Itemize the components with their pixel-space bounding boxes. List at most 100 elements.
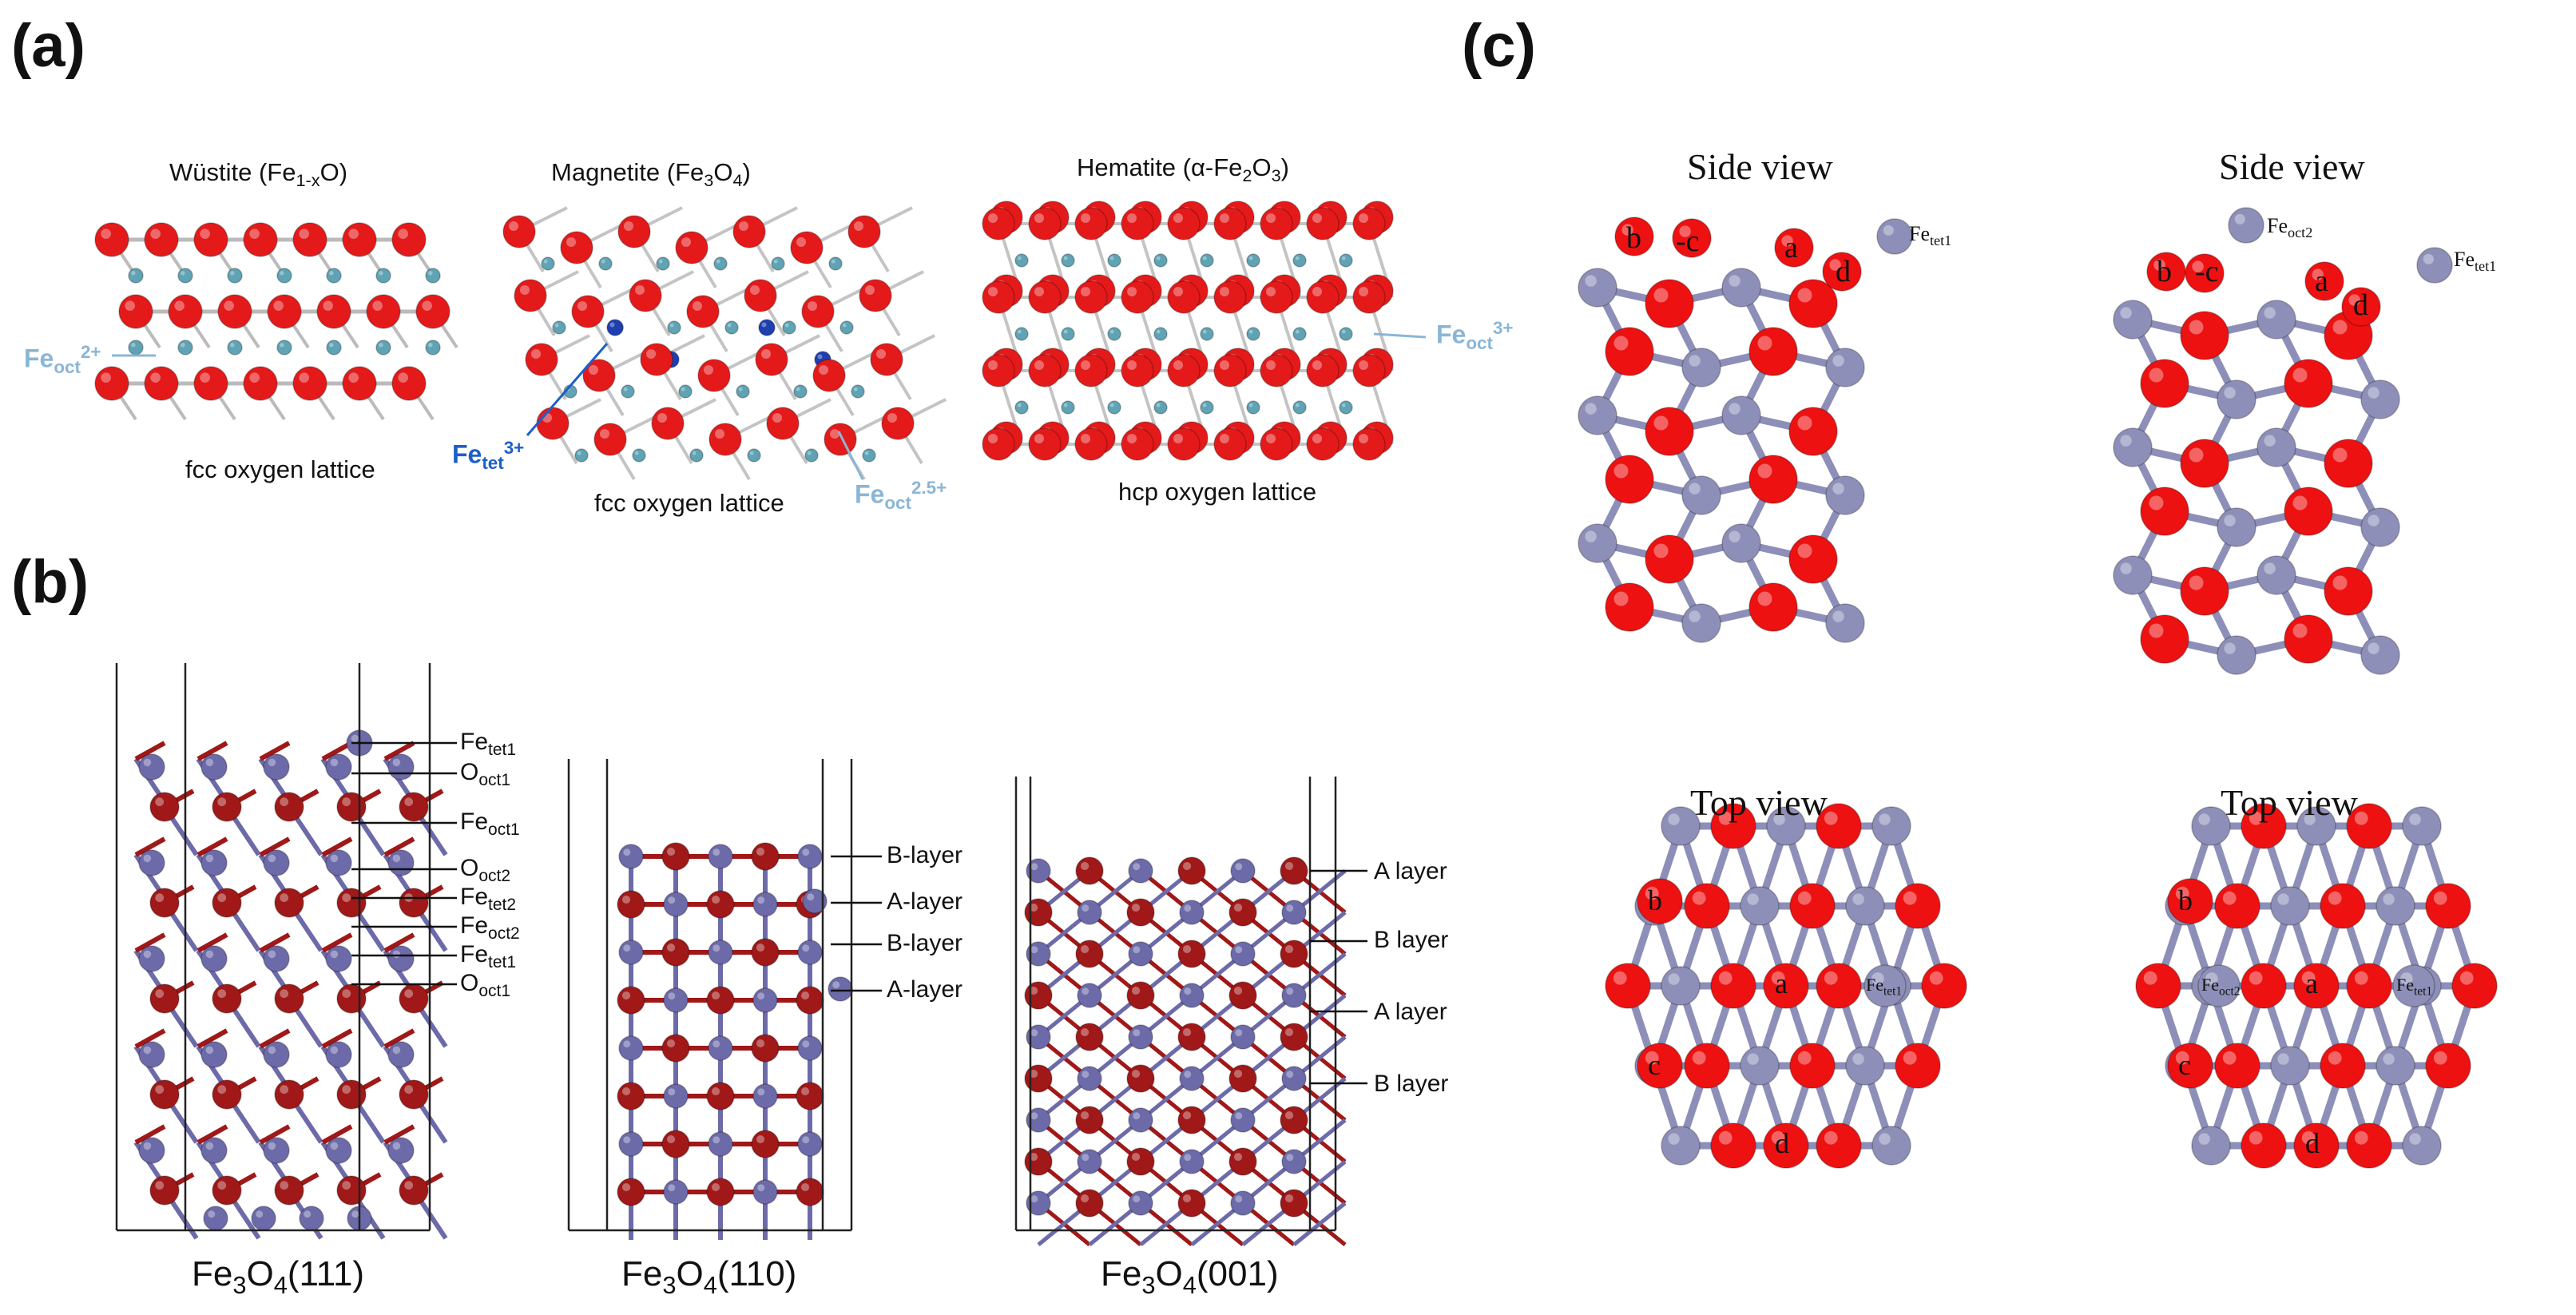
slab111-o-atom [212, 1175, 242, 1206]
c-right-top-o-atom [2451, 963, 2498, 1009]
c-left-side-o-atom-highlight [1613, 591, 1629, 606]
hematite-o-atom [1352, 427, 1386, 461]
slab110-fe-atom [663, 987, 689, 1013]
wustite-o-atom [193, 366, 228, 401]
slab001-fe-atom [1077, 1066, 1102, 1091]
slab110-fe-atom-a2-highlight [832, 981, 840, 989]
magnetite-o-atom-highlight [600, 429, 609, 439]
slab001-fe-atom-highlight [1030, 946, 1038, 954]
slab110-o-atom [661, 842, 690, 871]
magnetite-fe-tet-atom [758, 319, 776, 336]
slab111-bond [134, 932, 166, 953]
wustite-fe-atom [375, 268, 391, 284]
slab110-fe-atom-highlight [712, 944, 720, 952]
slab001-fe-atom [1128, 1190, 1153, 1216]
c-right-side-fe-atom-highlight [2264, 562, 2276, 574]
slab001-fe-atom [1281, 1066, 1307, 1091]
slab110-o-atom-highlight [666, 1039, 676, 1048]
hematite-o-atom-highlight [1312, 287, 1322, 296]
slab110-o-atom-highlight [711, 1182, 720, 1192]
slab001-o-atom [1177, 856, 1206, 885]
c-right-side-o-atom [2324, 566, 2373, 616]
c-right-top-labeled-2-highlight [2175, 1051, 2189, 1065]
c-left-side-o-atom [1748, 327, 1798, 376]
c-right-side-o-atom [2284, 359, 2333, 408]
slab111-bond [383, 1028, 415, 1049]
c-right-top-fe-atom-highlight [2277, 1053, 2289, 1065]
wustite-o-atom-highlight [249, 228, 260, 239]
c-right-top-o-atom-highlight [2354, 811, 2368, 825]
wustite-lattice-label: fcc oxygen lattice [185, 455, 375, 483]
hematite-o-atom [1167, 280, 1201, 314]
magnetite-o-atom-highlight [819, 365, 828, 375]
c-right-top-fe-oct2-atom [2197, 964, 2241, 1007]
wustite-o-atom-highlight [101, 228, 111, 239]
hematite-o-atom [1213, 280, 1247, 314]
wustite-o-atom [292, 222, 327, 257]
hematite-o-atom [982, 354, 1015, 387]
wustite-o-atom [391, 366, 427, 401]
slab001-fe-atom-highlight [1235, 1112, 1243, 1120]
slab111-bond [196, 932, 228, 953]
wustite-fe-atom [326, 340, 342, 356]
c-left-top-o-atom [1710, 963, 1756, 1009]
c-left-top-fe-atom [1661, 966, 1701, 1006]
c-left-side-fe-atom-highlight [1585, 403, 1597, 415]
hematite-o-atom [1306, 427, 1340, 461]
hematite-o-atom [1213, 354, 1247, 387]
wustite-fe-atom-highlight [181, 343, 185, 348]
slab111-fe-atom-highlight [268, 1142, 276, 1150]
hematite-fe-atom [1246, 327, 1260, 341]
c-left-top-fe-atom [1871, 1126, 1911, 1166]
c-left-top-o-atom [1684, 883, 1730, 929]
magnetite-o-atom [675, 231, 708, 264]
magnetite-o-atom-highlight [887, 413, 897, 423]
c-left-top-fe-atom [1871, 806, 1911, 846]
hematite-o-atom [1028, 354, 1062, 387]
slab110-o-atom-highlight [756, 847, 765, 856]
hematite-o-atom-highlight [1359, 213, 1368, 223]
hematite-o-atom-highlight [1266, 360, 1276, 370]
slab111-o-atom-highlight [217, 1181, 227, 1190]
hematite-fe-atom-highlight [1017, 256, 1022, 260]
slab111-layer-6: Feoct2 [460, 912, 520, 943]
slab111-o-atom [274, 983, 304, 1014]
slab110-o-atom [661, 1034, 690, 1063]
c-right-atom-d [2341, 287, 2381, 327]
slab110-fe-atom-highlight [757, 992, 765, 1000]
slab001-o-atom [1075, 1023, 1104, 1051]
magnetite-fe-oct-atom [678, 384, 693, 399]
magnetite-fe-oct-atom-highlight [716, 259, 720, 264]
c-left-top-o-atom-highlight [1903, 891, 1917, 905]
hematite-o-atom [1074, 207, 1108, 240]
slab111-fe-atom-highlight [392, 1046, 401, 1055]
slab110-fe-atom-highlight [668, 1088, 676, 1096]
c-left-side-fe-atom [1721, 523, 1761, 563]
leader-line-layer [112, 332, 1427, 1085]
c-left-atom-d-highlight [1829, 259, 1841, 271]
c-right-side-fe-atom-highlight [2264, 307, 2276, 319]
hematite-o-atom [1121, 280, 1154, 314]
slab111-fe-atom [387, 1137, 415, 1164]
hematite-fe-atom-highlight [1248, 403, 1253, 407]
hematite-o-atom-highlight [988, 287, 998, 296]
slab110-o-atom-highlight [800, 991, 810, 1000]
c-right-side-fe-atom-highlight [2224, 514, 2236, 526]
wustite-o-atom [193, 222, 228, 257]
wustite-o-atom-highlight [273, 300, 284, 311]
hematite-fe-atom [1339, 253, 1353, 268]
slab111-bond [196, 1124, 228, 1145]
slab111-o-atom-highlight [404, 989, 414, 999]
c-left-side-label-d: d [1836, 255, 1851, 288]
slab111-o-atom [336, 1175, 367, 1206]
slab110-fe-atom [618, 1035, 644, 1061]
c-right-side-o-atom-highlight [2189, 447, 2204, 463]
slab001-o-atom-highlight [1029, 1069, 1038, 1079]
c-left-side-o-atom [1788, 534, 1838, 584]
magnetite-fe-oct-atom-highlight [853, 387, 858, 391]
c-left-top-labeled-3 [1763, 1122, 1809, 1169]
wustite-o-atom [94, 366, 129, 401]
magnetite-fe-oct-atom-highlight [773, 259, 778, 264]
wustite-title: Wüstite (Fe1-xO) [169, 158, 348, 191]
magnetite-o-atom-highlight [715, 429, 724, 439]
